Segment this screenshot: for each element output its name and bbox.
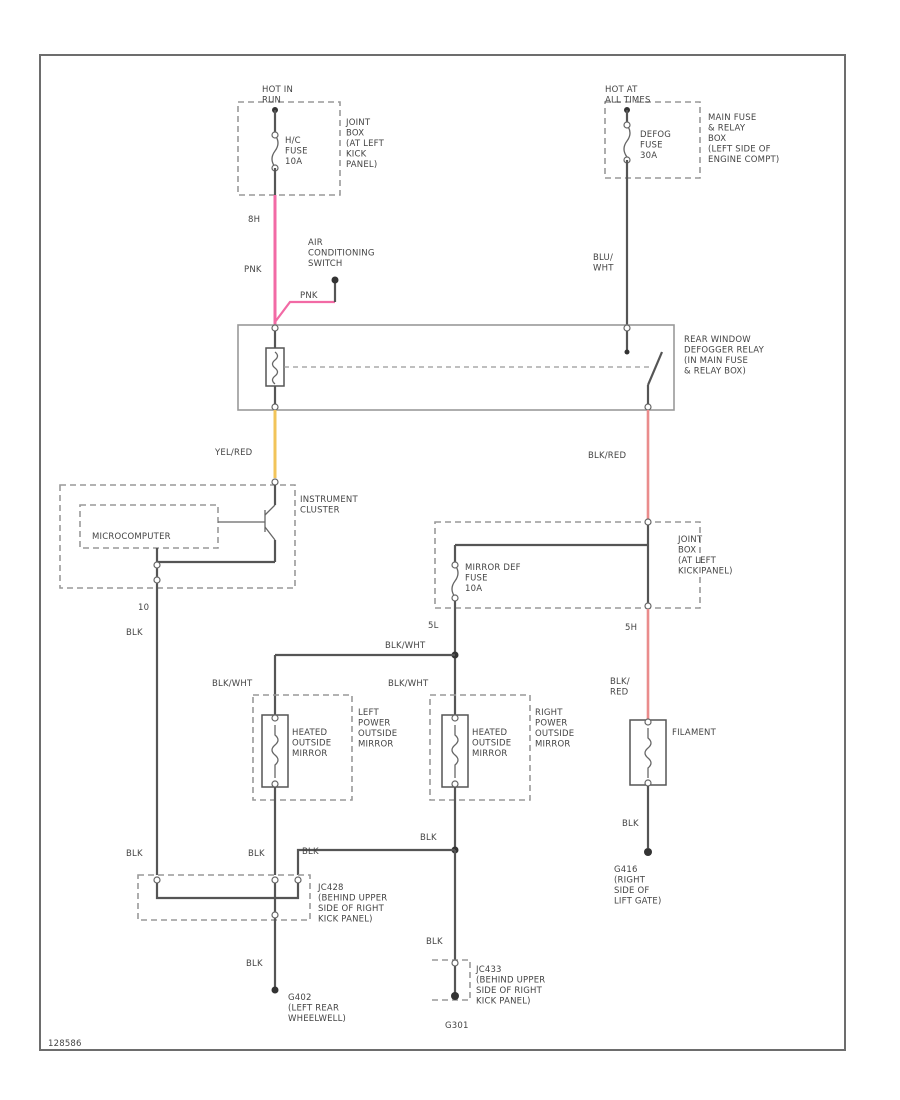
label-blk-d: BLK [420, 833, 437, 843]
label-blk-e: BLK [426, 937, 443, 947]
label-figure-id: 128586 [48, 1039, 82, 1049]
label-blk-f: BLK [246, 959, 263, 969]
defogger-relay [237, 324, 675, 411]
instrument-cluster [59, 478, 296, 600]
rear-defog-filament [629, 718, 667, 856]
label-blk-left: BLK [126, 628, 143, 638]
ac-switch-dot [331, 276, 339, 284]
label-yel-red: YEL/RED [214, 448, 253, 458]
hvac-fuse-section [237, 101, 341, 196]
label-pnk-branch: PNK [300, 291, 318, 301]
label-microcomputer: MICROCOMPUTER [92, 532, 171, 542]
left-heated-mirror [252, 694, 353, 801]
label-blk-wht-left: BLK/WHT [212, 679, 253, 689]
label-wire-10: 10 [138, 603, 149, 613]
label-wire-8h: 8H [248, 215, 260, 225]
label-blk-c: BLK [302, 847, 319, 857]
label-blk-filament: BLK [622, 819, 639, 829]
label-blk-wht-right: BLK/WHT [388, 679, 429, 689]
label-blk-b: BLK [248, 849, 265, 859]
right-heated-mirror [429, 694, 531, 801]
defog-fuse-section [604, 101, 701, 325]
diagram-frame [39, 54, 846, 1051]
mirror-def-fuse-section [434, 518, 701, 610]
pink-branch-wire [274, 300, 335, 323]
label-filament: FILAMENT [672, 728, 717, 738]
label-pnk: PNK [244, 265, 262, 275]
label-wire-5h: 5H [625, 623, 637, 633]
label-wire-5l: 5L [428, 621, 439, 631]
label-blk-red-bot: BLK/RED [610, 677, 630, 698]
label-blk-wht-run: BLK/WHT [385, 641, 426, 651]
label-blk-a: BLK [126, 849, 143, 859]
jc-connector-left [137, 874, 311, 994]
label-blu-wht-top: BLU/WHT [593, 253, 614, 274]
label-blk-red-top: BLK/RED [588, 451, 626, 461]
blk-wire-cross [296, 848, 455, 875]
jc-connector-right [432, 959, 471, 1001]
label-ground-g301: G301 [445, 1021, 469, 1031]
